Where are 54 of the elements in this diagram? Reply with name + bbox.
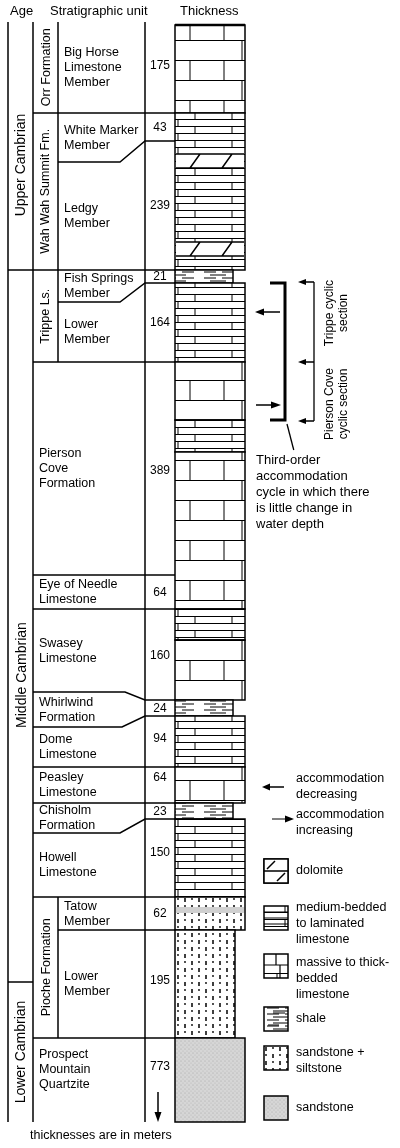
thickness-value: 389	[149, 464, 171, 476]
unit-name: Lower Member	[64, 969, 111, 999]
thickness-value: 21	[152, 270, 168, 282]
section-label: Trippe cyclic section	[322, 278, 350, 349]
unit-name: Pierson Cove Formation	[39, 446, 97, 491]
period-name: Upper Cambrian	[13, 113, 28, 217]
column-header: Stratigraphic unit	[50, 4, 148, 17]
legend-text: dolomite	[296, 862, 345, 878]
formation-name: Trippe Ls.	[39, 288, 52, 344]
section-label: Pierson Cove cyclic section	[322, 367, 350, 443]
leader-line	[286, 423, 295, 451]
period-name: Middle Cambrian	[13, 622, 28, 728]
caption: thicknesses are in meters	[30, 1129, 172, 1142]
thickness-value: 195	[149, 974, 171, 986]
legend-text: massive to thick-bedded limestone	[296, 954, 390, 1002]
formation-name: Pioche Formation	[39, 918, 52, 1017]
unit-name: Prospect Mountain Quartzite	[39, 1046, 92, 1092]
legend-text: medium-bedded to laminated limestone	[296, 899, 388, 947]
legend-text: shale	[296, 1010, 327, 1026]
thickness-value: 175	[149, 59, 171, 71]
legend-text: sandstone + siltstone	[296, 1044, 366, 1076]
unit-name: Peasley Limestone	[39, 770, 98, 800]
unit-name: Eye of Needle Limestone	[39, 577, 119, 607]
unit-name: Big Horse Limestone Member	[64, 45, 123, 90]
thickness-value: 43	[152, 121, 168, 133]
column-header: Age	[10, 4, 34, 17]
formation-name: Wah Wah Summit Fm.	[39, 129, 52, 254]
thickness-value: 164	[149, 316, 171, 328]
legend-text: accommodation increasing	[296, 806, 386, 838]
unit-name: Whirlwind Formation	[39, 694, 97, 725]
thickness-value: 773	[149, 1060, 171, 1072]
thickness-value: 62	[152, 907, 168, 919]
thickness-value: 24	[152, 702, 168, 714]
thickness-value: 239	[149, 199, 171, 211]
thickness-value: 94	[152, 732, 168, 744]
thickness-value: 64	[152, 586, 168, 598]
unit-name: Fish Springs Member	[64, 271, 135, 301]
thickness-value: 160	[149, 649, 171, 661]
unit-name: Ledgy Member	[64, 201, 111, 231]
unit-name: White Marker Member	[64, 122, 140, 153]
unit-name: Howell Limestone	[39, 850, 98, 880]
unit-name: Tatow Member	[64, 898, 111, 929]
legend-text: sandstone	[296, 1099, 355, 1115]
thickness-value: 64	[152, 771, 168, 783]
unit-name: Chisholm Formation	[39, 803, 97, 833]
unit-name: Dome Limestone	[39, 732, 98, 762]
period-name: Lower Cambrian	[13, 1000, 28, 1104]
thickness-value: 23	[152, 805, 168, 817]
formation-name: Orr Formation	[39, 28, 52, 107]
unit-name: Swasey Limestone	[39, 635, 98, 666]
unit-name: Lower Member	[64, 317, 111, 347]
annotation-text: Third-order accommodation cycle in which there is little change in water depth	[256, 452, 371, 532]
thickness-value: 150	[149, 846, 171, 858]
column-header: Thickness	[180, 4, 239, 17]
